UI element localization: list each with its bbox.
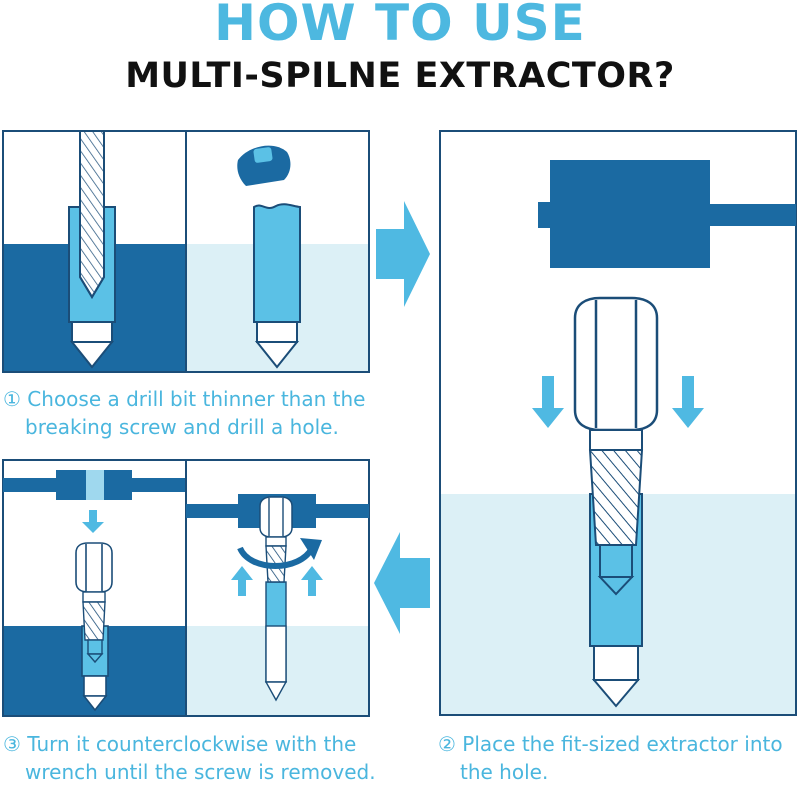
arrow-down-icon <box>672 376 704 428</box>
panel-step1-drill <box>2 130 187 373</box>
step3-number: ③ <box>3 732 21 756</box>
step1-text-line1: Choose a drill bit thinner than the <box>27 387 366 411</box>
rotate-counterclockwise-icon <box>237 546 315 569</box>
arrow-up-icon <box>231 566 253 596</box>
title-product-name: MULTI-SPILNE EXTRACTOR? <box>125 56 675 96</box>
step2-text-line1: Place the fit-sized extractor into <box>462 732 783 756</box>
step3-caption: ③ Turn it counterclockwise with the wren… <box>3 730 376 786</box>
arrow-down-icon <box>82 510 104 533</box>
panel-step1-broken-screw <box>185 130 370 373</box>
arrow-right-icon <box>376 201 430 307</box>
panel-step2-place-extractor <box>439 130 797 716</box>
arrow-up-icon <box>301 566 323 596</box>
drill-bit <box>79 130 105 299</box>
step1-text-line2: breaking screw and drill a hole. <box>25 415 339 439</box>
arrow-left-icon <box>374 532 430 634</box>
step2-caption: ② Place the fit-sized extractor into the… <box>438 730 783 786</box>
step3-text-line2: wrench until the screw is removed. <box>25 760 376 784</box>
step2-text-line2: the hole. <box>460 760 549 784</box>
title-how-to-use: HOW TO USE <box>214 0 586 52</box>
tap-wrench <box>538 160 796 268</box>
step3-text-line1: Turn it counterclockwise with the <box>27 732 357 756</box>
step1-caption: ① Choose a drill bit thinner than the br… <box>3 385 365 441</box>
step1-number: ① <box>3 387 21 411</box>
screw-tip <box>69 341 115 369</box>
step2-number: ② <box>438 732 456 756</box>
spline-extractor <box>75 542 113 664</box>
spline-extractor <box>573 296 659 596</box>
spline-extractor <box>259 496 293 583</box>
broken-screw-body <box>253 203 301 323</box>
panel-step3-insert <box>2 459 187 717</box>
broken-screw-head <box>237 145 291 186</box>
arrow-down-icon <box>532 376 564 428</box>
panel-step3-turn <box>185 459 370 717</box>
